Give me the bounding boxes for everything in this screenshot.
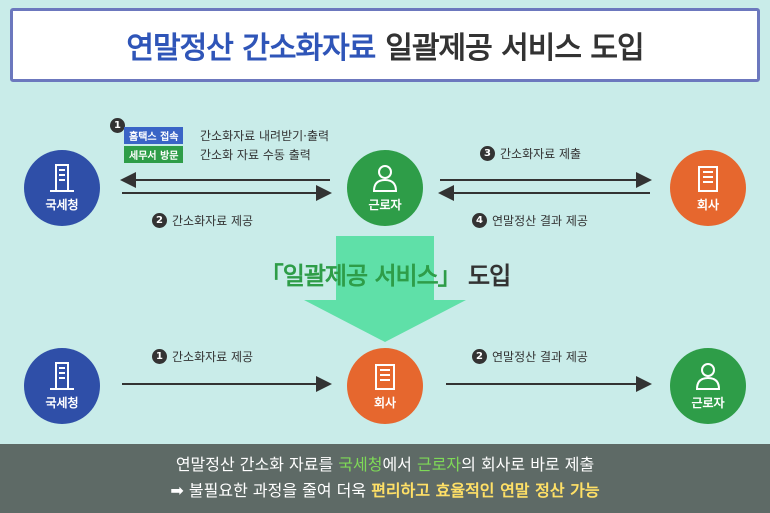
nts-label-bottom: 국세청: [45, 396, 79, 410]
nts-node-bottom: 국세청: [24, 348, 100, 424]
big-down-arrow: [304, 236, 466, 342]
footer-banner: 연말정산 간소화 자료를 국세청에서 근로자의 회사로 바로 제출 ➡ 불필요한…: [0, 444, 770, 513]
nts-node-top: 국세청: [24, 150, 100, 226]
footer-line1: 연말정산 간소화 자료를 국세청에서 근로자의 회사로 바로 제출: [175, 455, 595, 474]
worker-label-bottom: 근로자: [691, 396, 725, 410]
nts-label: 국세청: [45, 198, 79, 212]
tag-taxoffice-desc: 간소화 자료 수동 출력: [200, 148, 311, 162]
person-icon: [695, 363, 721, 390]
tag-hometax: 홈택스 접속: [124, 127, 184, 144]
person-icon: [372, 165, 398, 192]
company-label: 회사: [696, 198, 720, 212]
title-rest: 일괄제공 서비스 도입: [385, 31, 644, 66]
company-node-top: 회사: [670, 150, 746, 226]
footer-line2: ➡ 불필요한 과정을 줄여 더욱 편리하고 효율적인 연말 정산 가능: [170, 481, 600, 500]
step1-marker: 1: [110, 118, 130, 133]
tag-taxoffice: 세무서 방문: [124, 146, 184, 163]
company-node-bottom: 회사: [347, 348, 423, 424]
building-icon: [50, 164, 74, 192]
building-icon: [698, 166, 718, 192]
company-label-bottom: 회사: [373, 396, 397, 410]
page-title: 연말정산 간소화자료 일괄제공 서비스 도입: [10, 8, 760, 82]
worker-node-bottom: 근로자: [670, 348, 746, 424]
middle-rest: 도입: [468, 262, 511, 290]
building-icon: [375, 364, 395, 390]
worker-label: 근로자: [368, 198, 402, 212]
title-highlight: 연말정산 간소화자료: [126, 31, 376, 66]
tag-hometax-desc: 간소화자료 내려받기·출력: [200, 129, 330, 143]
building-icon: [50, 362, 74, 390]
middle-highlight: 「일괄제공 서비스」: [259, 262, 462, 290]
middle-caption: 「일괄제공 서비스」 도입: [0, 256, 770, 291]
worker-node-top: 근로자: [347, 150, 423, 226]
